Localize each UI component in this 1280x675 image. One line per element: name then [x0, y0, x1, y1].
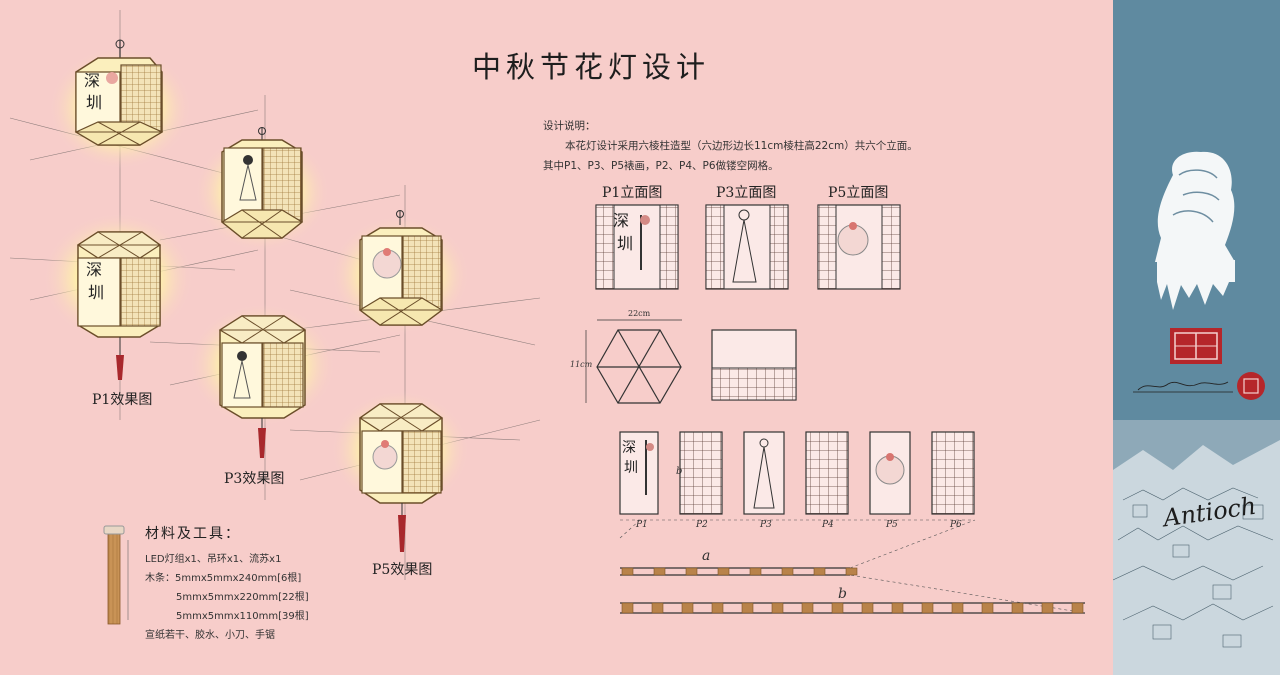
- render-label-p3: P3效果图: [224, 471, 285, 487]
- sidebar-art: [1113, 151, 1280, 675]
- elev-char-1: 深: [613, 211, 629, 230]
- dim-width: 22cm: [628, 309, 651, 318]
- materials-line-2: 木条：5mmx5mmx240mm[6根]: [145, 573, 302, 584]
- wood-block: [1071, 602, 1084, 614]
- wood-block: [771, 602, 784, 614]
- strip-a: [619, 519, 976, 576]
- side-section: [711, 329, 797, 401]
- panel-label-p1: P1: [636, 520, 648, 530]
- unfold-char-1: 深: [622, 440, 636, 456]
- wood-block: [781, 567, 794, 576]
- panel-label-p2: P2: [696, 520, 708, 530]
- unfold-char-2: 圳: [624, 460, 638, 476]
- wood-block: [741, 602, 754, 614]
- wood-block: [681, 602, 694, 614]
- wood-block: [1041, 602, 1054, 614]
- materials-line-4: 5mmx5mmx110mm[39根]: [176, 611, 309, 622]
- wood-block: [717, 567, 730, 576]
- wood-block: [1011, 602, 1024, 614]
- city-sketch: [1113, 420, 1280, 675]
- wood-block: [831, 602, 844, 614]
- unfolded-panels: [619, 431, 975, 521]
- signature-mark: [1133, 372, 1265, 400]
- wood-block: [921, 602, 934, 614]
- wood-block: [685, 567, 698, 576]
- render-label-p1: P1效果图: [92, 392, 153, 408]
- wood-block: [801, 602, 814, 614]
- wood-block: [845, 567, 858, 576]
- elevation-p5: [817, 204, 901, 290]
- wood-block: [891, 602, 904, 614]
- strip-label-a: a: [702, 548, 711, 564]
- design-description: 设计说明： 本花灯设计采用六棱柱造型（六边形边长11cm棱柱高22cm）共六个立…: [543, 116, 918, 176]
- panel-label-p3: P3: [760, 520, 772, 530]
- strip-b-blocks: [621, 602, 1084, 614]
- wood-block: [813, 567, 826, 576]
- materials-list: 材料及工具： LED灯组x1、吊环x1、流苏x1 木条：5mmx5mmx240m…: [145, 525, 309, 645]
- seal-stamp-icon: [1170, 328, 1222, 364]
- design-sheet: 深 圳 深 圳: [9, 10, 1086, 645]
- wood-stick: [103, 525, 129, 625]
- panel-label-p5: P5: [886, 520, 898, 530]
- decorative-sidebar: Antioch: [1113, 0, 1280, 675]
- panel-label-p6: P6: [950, 520, 962, 530]
- render-label-p5: P5效果图: [372, 562, 433, 578]
- desc-line-1: 本花灯设计采用六棱柱造型（六边形边长11cm棱柱高22cm）共六个立面。: [565, 140, 918, 152]
- materials-line-5: 宣纸若干、胶水、小刀、手锯: [145, 630, 275, 641]
- materials-line-3: 5mmx5mmx220mm[22根]: [176, 592, 309, 603]
- lantern-p1: [42, 212, 194, 380]
- elevation-label-p3: P3立面图: [716, 185, 777, 201]
- elevation-label-p1: P1立面图: [602, 185, 663, 201]
- strip-b: [620, 574, 1086, 614]
- wood-block: [711, 602, 724, 614]
- wood-block: [981, 602, 994, 614]
- wood-block: [653, 567, 666, 576]
- desc-line-2: 其中P1、P3、P5裱画，P2、P4、P6做镂空网格。: [543, 160, 779, 172]
- lantern-p3-top: [194, 127, 330, 252]
- drawing-canvas: 深 圳 深 圳: [9, 10, 1086, 625]
- lantern-char-1: 深: [84, 71, 100, 90]
- materials-line-1: LED灯组x1、吊环x1、流苏x1: [145, 554, 282, 565]
- materials-heading: 材料及工具：: [145, 526, 241, 542]
- lantern-char-4: 圳: [88, 283, 104, 302]
- wood-block: [621, 602, 634, 614]
- elevation-p1: [595, 204, 679, 290]
- lantern-p1-top: [48, 39, 192, 170]
- lantern-char-2: 圳: [86, 93, 102, 112]
- page-title: 中秋节花灯设计: [472, 50, 711, 84]
- lantern-p5-top: [330, 210, 470, 335]
- wood-block: [749, 567, 762, 576]
- lantern-p3: [188, 303, 336, 458]
- desc-heading: 设计说明：: [543, 120, 596, 132]
- lantern-char-3: 深: [86, 260, 102, 279]
- panel-label-p4: P4: [822, 520, 834, 530]
- lantern-p5: [330, 390, 470, 552]
- hexagon-plan: [585, 319, 682, 404]
- strip-a-blocks: [621, 567, 858, 576]
- elevation-label-p5: P5立面图: [828, 185, 889, 201]
- wood-block: [951, 602, 964, 614]
- elevation-p3: [705, 204, 789, 290]
- strip-label-b: b: [838, 586, 847, 602]
- stone-lion-icon: [1155, 151, 1235, 310]
- dim-side: 11cm: [570, 360, 593, 369]
- elev-char-2: 圳: [617, 234, 633, 253]
- wood-block: [621, 567, 634, 576]
- wood-block: [651, 602, 664, 614]
- wood-block: [861, 602, 874, 614]
- dim-b: b: [676, 466, 683, 477]
